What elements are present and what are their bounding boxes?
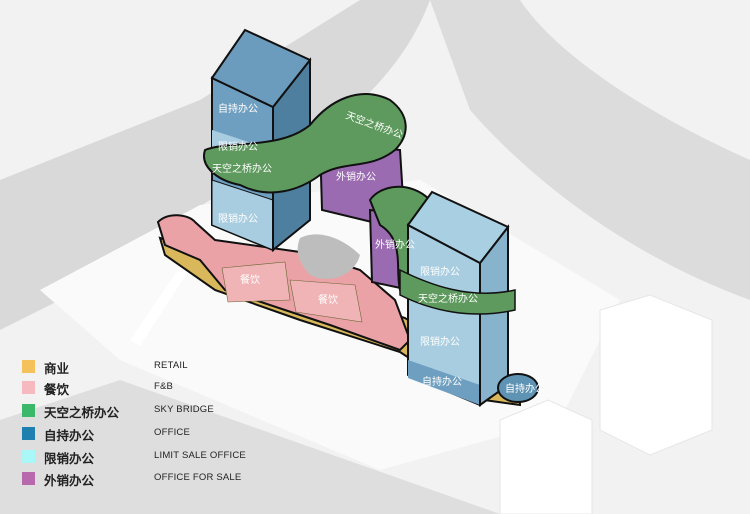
legend-item-office: 自持办公 OFFICE: [22, 425, 262, 443]
white-block: [499, 399, 593, 514]
legend-en: RETAIL: [154, 360, 188, 371]
fnb-block: [221, 261, 291, 303]
legend-item-retail: 商业 RETAIL: [22, 358, 262, 376]
fnb-block: [289, 279, 363, 323]
legend-item-for-sale: 外销办公 OFFICE FOR SALE: [22, 470, 262, 488]
road-curve: [430, 0, 750, 300]
retail-swatch: [22, 360, 35, 373]
right-tower-top: [406, 190, 510, 265]
sky-bridge-swatch: [22, 404, 35, 417]
legend-en: LIMIT SALE OFFICE: [154, 450, 246, 461]
for-sale-swatch: [22, 472, 35, 485]
label-for-sale: 外销办公: [375, 238, 415, 251]
legend-en: OFFICE FOR SALE: [154, 472, 242, 483]
legend-item-fnb: 餐饮 F&B: [22, 379, 262, 397]
label-owned-office: 自持办公: [505, 382, 545, 395]
legend-en: OFFICE: [154, 427, 191, 438]
owned-office-pod: [497, 373, 539, 403]
left-tower-top: [210, 28, 312, 109]
legend-cn: 餐饮: [44, 382, 70, 397]
office-swatch: [22, 427, 35, 440]
legend-item-sky-bridge: 天空之桥办公 SKY BRIDGE: [22, 402, 262, 420]
white-block: [599, 294, 713, 456]
road-lower: [0, 380, 500, 514]
limit-sale-swatch: [22, 450, 35, 463]
label-limit-sale: 限销办公: [420, 335, 460, 348]
label-owned-office: 自持办公: [422, 375, 462, 388]
sky-bridge: [203, 93, 407, 194]
label-sky-bridge: 天空之桥办公: [212, 162, 272, 175]
label-for-sale: 外销办公: [336, 170, 376, 183]
legend-cn: 商业: [44, 361, 70, 376]
path-line: [130, 252, 198, 346]
legend-item-limit-sale: 限销办公 LIMIT SALE OFFICE: [22, 448, 262, 466]
label-fnb: 餐饮: [318, 293, 338, 306]
legend-cn: 天空之桥办公: [44, 405, 120, 420]
label-limit-sale: 限销办公: [420, 265, 460, 278]
right-tower-owned-band: [408, 360, 480, 405]
right-bridge-band: [399, 268, 516, 315]
legend-cn: 限销办公: [44, 451, 95, 466]
label-sky-bridge: 天空之桥办公: [418, 292, 478, 305]
fnb-swatch: [22, 381, 35, 394]
legend-cn: 外销办公: [44, 473, 95, 488]
label-owned-office: 自持办公: [218, 102, 258, 115]
legend-en: SKY BRIDGE: [154, 404, 214, 415]
legend-en: F&B: [154, 381, 174, 392]
label-limit-sale: 限销办公: [218, 140, 258, 153]
courtyard: [297, 234, 360, 279]
label-limit-sale: 限销办公: [218, 212, 258, 225]
label-fnb: 餐饮: [240, 273, 260, 286]
legend-cn: 自持办公: [44, 428, 95, 443]
